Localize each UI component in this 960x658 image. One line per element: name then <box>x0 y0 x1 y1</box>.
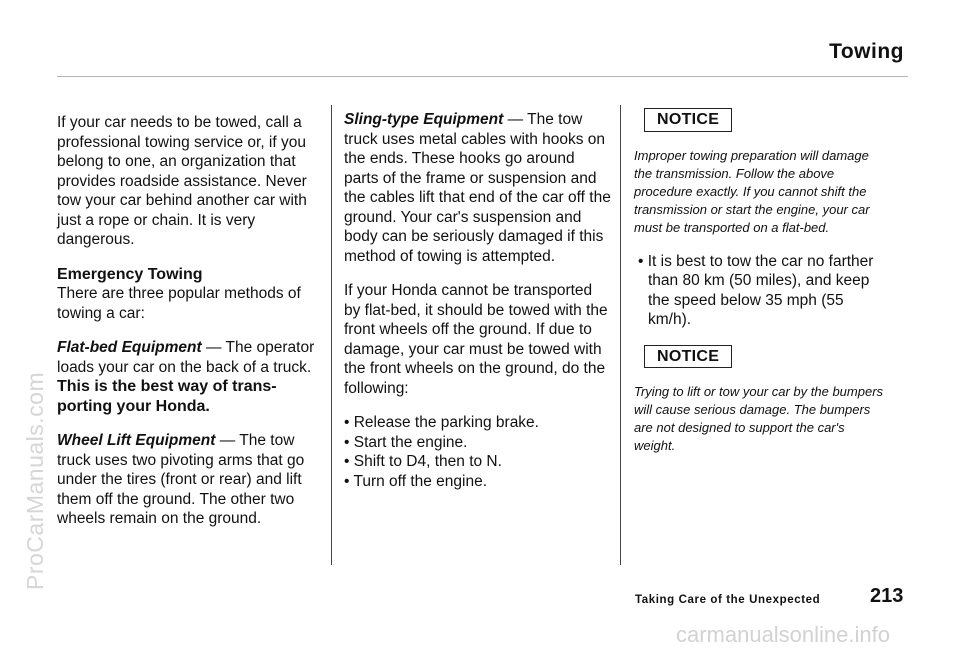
page-title: Towing <box>829 40 904 63</box>
column-divider-right <box>620 105 621 565</box>
page-number: 213 <box>870 585 904 607</box>
wheel-lift-text: — The tow truck uses two pivoting arms t… <box>57 432 305 527</box>
list-item: • Shift to D4, then to N. <box>344 453 502 470</box>
intro-paragraph: If your car needs to be towed, call a pr… <box>57 114 307 248</box>
footer-section-title: Taking Care of the Unexpected <box>635 594 821 606</box>
flatbed-lead: Flat-bed Equipment <box>57 339 202 356</box>
wheel-lift-paragraph: Wheel Lift Equipment — The tow truck use… <box>57 431 322 529</box>
wheel-lift-lead: Wheel Lift Equipment <box>57 432 216 449</box>
emergency-towing-text: There are three popular methods of towin… <box>57 285 301 322</box>
emergency-towing-heading: Emergency Towing <box>57 265 203 283</box>
list-item: • Start the engine. <box>344 433 468 451</box>
flatbed-text: — The operator loads your car on the bac… <box>57 339 315 376</box>
towing-steps-list: • Release the parking brake. • Start the… <box>344 413 612 491</box>
notice-text-bumpers: Trying to lift or tow your car by the bu… <box>634 384 884 453</box>
column-divider-left <box>331 105 332 565</box>
bottom-watermark: carmanualsonline.info <box>675 622 890 647</box>
left-column: If your car needs to be towed, call a pr… <box>57 113 322 529</box>
notice-label: NOTICE <box>644 108 733 132</box>
sling-text: — The tow truck uses metal cables with h… <box>344 111 611 265</box>
sling-lead: Sling-type Equipment <box>344 111 504 128</box>
notice-text-transmission: Improper towing preparation will damage … <box>634 147 870 235</box>
notice-label: NOTICE <box>644 344 733 368</box>
flatbed-fallback-paragraph: If your Honda cannot be transported by f… <box>344 282 608 397</box>
flatbed-best-note: This is the best way of trans-porting yo… <box>57 378 277 415</box>
flatbed-paragraph: Flat-bed Equipment — The operator loads … <box>57 338 322 377</box>
side-watermark: ProCarManuals.com <box>22 371 48 590</box>
header-rule <box>57 76 908 77</box>
middle-column: Sling-type Equipment — The tow truck use… <box>344 110 612 491</box>
list-item: • Release the parking brake. <box>344 414 539 431</box>
right-column: NOTICE Improper towing preparation will … <box>634 108 884 455</box>
sling-paragraph: Sling-type Equipment — The tow truck use… <box>344 110 612 266</box>
speed-limit-bullet: • It is best to tow the car no farther t… <box>638 252 874 329</box>
list-item: • Turn off the engine. <box>344 472 488 490</box>
